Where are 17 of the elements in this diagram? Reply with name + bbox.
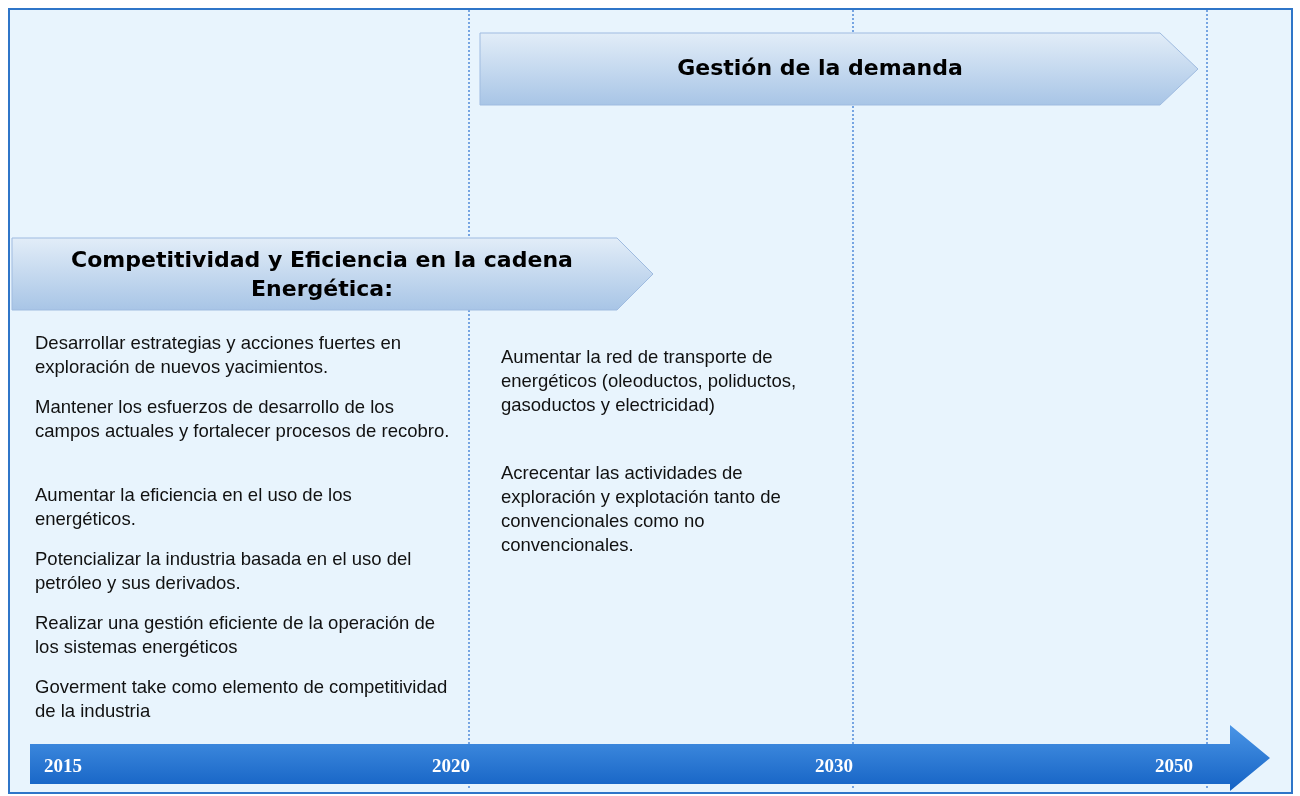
bullet-text: Potencializar la industria basada en el uso del petróleo y sus derivados. xyxy=(35,547,413,595)
timeline-arrow xyxy=(30,725,1270,791)
year-label: 2050 xyxy=(1155,755,1193,777)
band-title: Gestión de la demanda xyxy=(676,54,964,82)
bullet-text: Goverment take como elemento de competitividad de la industria xyxy=(35,675,449,723)
bullet-text: Desarrollar estrategias y acciones fuertes en exploración de nuevos yacimientos. xyxy=(35,331,403,379)
bullet-text: Acrecentar las actividades de exploración y explotación tanto de convencionales como no convencionales. xyxy=(501,461,782,557)
year-label: 2030 xyxy=(815,755,853,777)
bullet-text: Aumentar la red de transporte de energéticos (oleoductos, poliductos, gasoductos y electricidad) xyxy=(501,345,798,417)
year-label: 2020 xyxy=(432,755,470,777)
chevron-band xyxy=(12,238,653,310)
band-title: Competitividad y Eficiencia en la cadena Energética: xyxy=(70,246,574,303)
bullet-text: Aumentar la eficiencia en el uso de los energéticos. xyxy=(35,483,353,531)
chevron-band xyxy=(480,33,1198,105)
bullet-text: Mantener los esfuerzos de desarrollo de los campos actuales y fortalecer procesos de recobro. xyxy=(35,395,451,443)
bullet-text: Realizar una gestión eficiente de la operación de los sistemas energéticos xyxy=(35,611,437,659)
year-label: 2015 xyxy=(44,755,82,777)
